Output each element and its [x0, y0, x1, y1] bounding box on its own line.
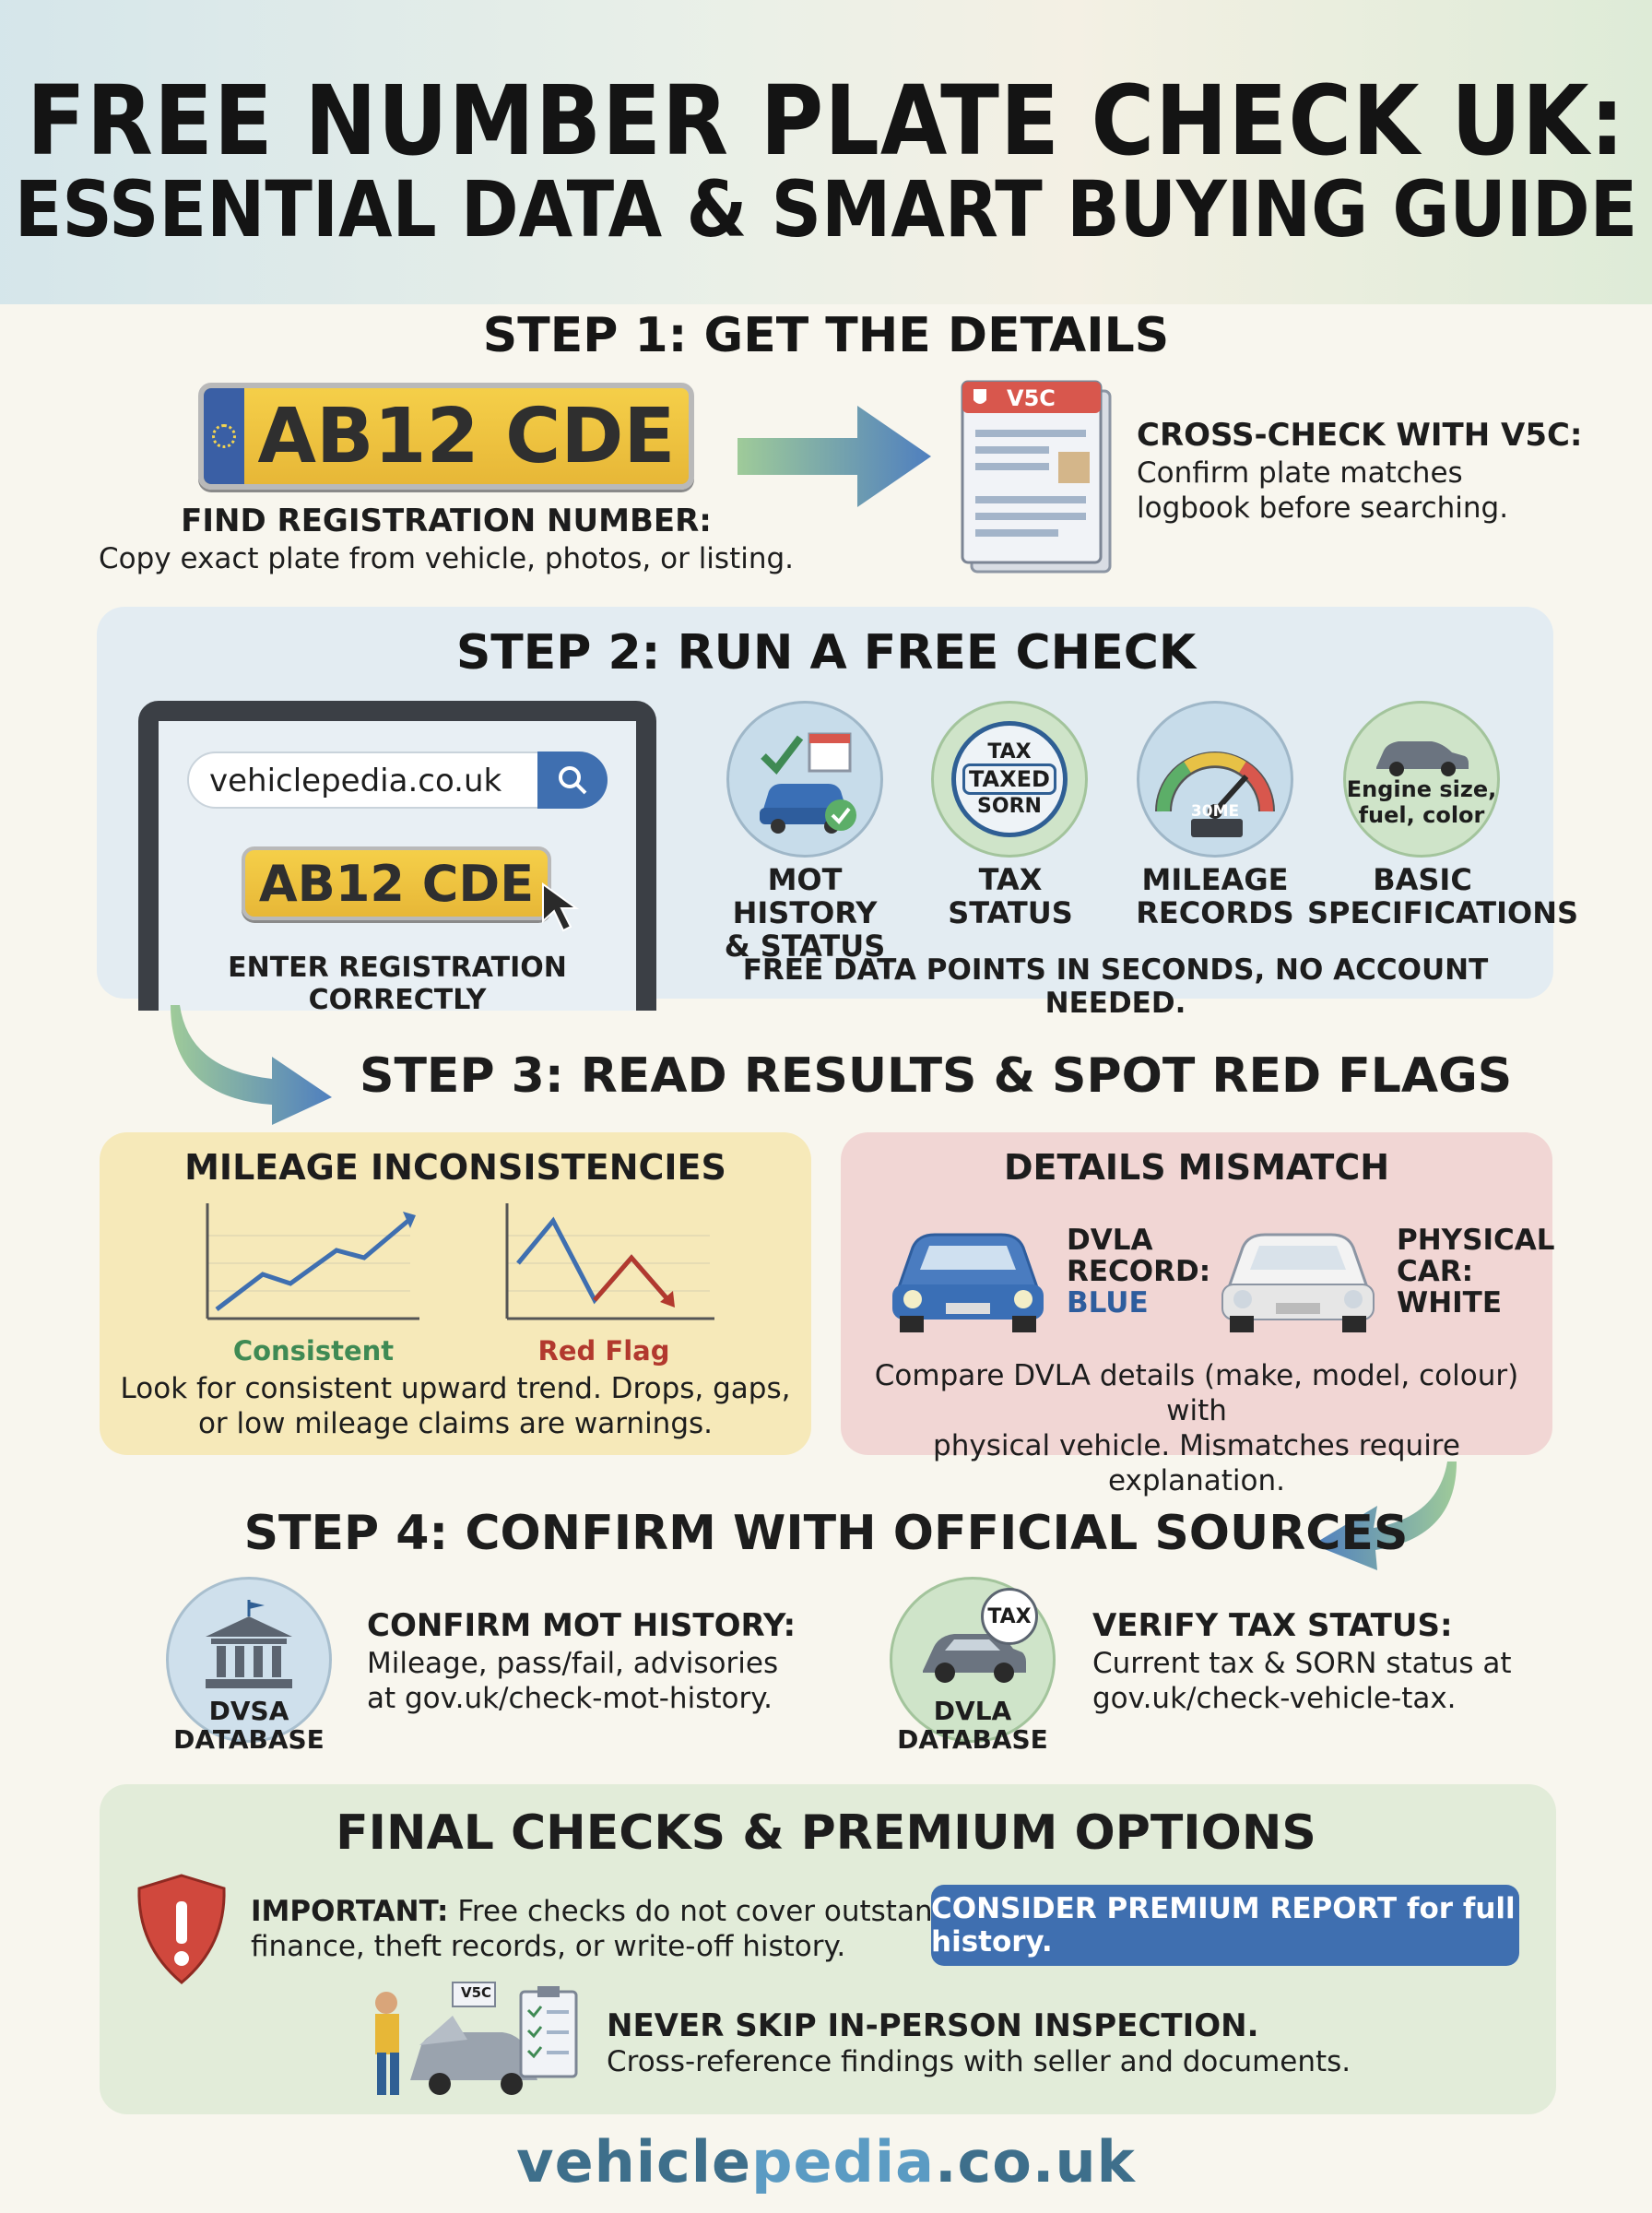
consistent-label: Consistent — [232, 1335, 395, 1367]
physical-car-color: WHITE — [1397, 1286, 1502, 1320]
step2-footer: FREE DATA POINTS IN SECONDS, NO ACCOUNT … — [742, 953, 1489, 1020]
car-calendar-icon — [760, 732, 856, 834]
mismatch-heading: DETAILS MISMATCH — [1003, 1147, 1390, 1188]
tax-verify-line2: gov.uk/check-vehicle-tax. — [1092, 1682, 1457, 1715]
tax-badge-middle: TAXED — [962, 763, 1056, 795]
step1-title: STEP 1: GET THE DETAILS — [482, 308, 1170, 363]
odometer-readout: 30ME — [1190, 802, 1240, 821]
inspect-v5c-label: V5C — [461, 1984, 492, 2001]
find-reg-heading: FIND REGISTRATION NUMBER: — [181, 503, 712, 539]
spec-line2: fuel, color — [1358, 802, 1485, 828]
mileage-heading: MILEAGE INCONSISTENCIES — [184, 1147, 726, 1188]
page-subtitle: ESSENTIAL DATA & SMART BUYING GUIDE — [14, 164, 1638, 254]
v5c-document-icon — [961, 380, 1112, 574]
mot-confirm-heading: CONFIRM MOT HISTORY: — [367, 1607, 796, 1644]
tax-badge-bottom: SORN — [977, 795, 1042, 818]
warning-shield-icon — [137, 1874, 226, 1984]
eu-flag-icon — [204, 388, 244, 484]
mileage-text: Look for consistent upward trend. Drops,… — [120, 1372, 791, 1440]
premium-report-button[interactable]: CONSIDER PREMIUM REPORT for full history… — [931, 1885, 1519, 1966]
mileage-panel — [100, 1132, 811, 1455]
redflag-label: Red Flag — [537, 1335, 670, 1367]
mot-confirm-line2: at gov.uk/check-mot-history. — [367, 1682, 773, 1715]
feature-mileage-circle — [1137, 701, 1293, 858]
search-button[interactable] — [537, 751, 608, 809]
step2-plate-text: AB12 CDE — [258, 854, 535, 913]
blue-car-icon — [892, 1233, 1044, 1332]
cross-check-heading: CROSS-CHECK WITH V5C: — [1137, 417, 1583, 454]
government-building-icon — [206, 1600, 292, 1688]
car-spec-icon — [1376, 741, 1469, 776]
inspect-heading: NEVER SKIP IN-PERSON INSPECTION. — [607, 2007, 1259, 2044]
cursor-icon — [542, 882, 580, 932]
step3-title: STEP 3: READ RESULTS & SPOT RED FLAGS — [360, 1048, 1513, 1104]
cross-check-line1: Confirm plate matches — [1137, 456, 1463, 490]
feature-spec-circle: Engine size, fuel, color — [1343, 701, 1500, 858]
dvsa-circle — [166, 1577, 332, 1743]
cross-check-line2: logbook before searching. — [1137, 491, 1509, 525]
final-title: FINAL CHECKS & PREMIUM OPTIONS — [336, 1805, 1316, 1861]
mot-confirm-line1: Mileage, pass/fail, advisories — [367, 1647, 779, 1680]
tax-verify-heading: VERIFY TAX STATUS: — [1092, 1607, 1453, 1644]
header-watercolor — [0, 0, 1652, 304]
tax-verify-line1: Current tax & SORN status at — [1092, 1647, 1512, 1680]
dvla-circle — [890, 1577, 1056, 1743]
v5c-label: V5C — [1007, 385, 1056, 411]
feature-tax-circle: TAX TAXED SORN — [931, 701, 1088, 858]
tax-badge-top: TAX — [987, 740, 1032, 763]
inspect-text: Cross-reference findings with seller and… — [607, 2045, 1351, 2078]
tax-bubble: TAX — [981, 1588, 1038, 1645]
step4-title: STEP 4: CONFIRM WITH OFFICIAL SOURCES — [243, 1506, 1409, 1561]
step2-title: STEP 2: RUN A FREE CHECK — [455, 625, 1197, 680]
brand-logo[interactable]: vehiclepedia.co.uk — [516, 2128, 1136, 2195]
search-input[interactable]: vehiclepedia.co.uk — [187, 751, 608, 809]
inspection-mechanic-icon — [375, 1982, 578, 2095]
dvla-record-color: BLUE — [1067, 1286, 1149, 1320]
step2-plate-input[interactable]: AB12 CDE — [242, 846, 551, 920]
find-reg-text: Copy exact plate from vehicle, photos, o… — [98, 542, 795, 575]
search-icon — [559, 766, 587, 795]
arrow-right-icon — [738, 406, 931, 507]
tax-badge-icon: TAX TAXED SORN — [951, 721, 1068, 837]
important-text: IMPORTANT: Free checks do not cover outs… — [251, 1895, 996, 1963]
mismatch-text: Compare DVLA details (make, model, colou… — [874, 1359, 1519, 1497]
spec-line1: Engine size, — [1346, 776, 1497, 802]
redflag-chart-icon — [505, 1203, 714, 1320]
curved-arrow-left-icon — [1313, 1462, 1457, 1570]
search-input-value: vehiclepedia.co.uk — [209, 763, 502, 799]
step1-plate: AB12 CDE — [198, 383, 694, 490]
white-car-icon — [1221, 1233, 1375, 1332]
feature-mot-circle — [726, 701, 883, 858]
plate-text: AB12 CDE — [257, 392, 676, 480]
curved-arrow-down-icon — [171, 1005, 332, 1125]
enter-reg-label: ENTER REGISTRATION CORRECTLY — [228, 952, 567, 1016]
consistent-chart-icon — [206, 1203, 419, 1320]
page-title: FREE NUMBER PLATE CHECK UK: — [26, 65, 1625, 177]
feature-mot-label: MOT HISTORY& STATUS — [724, 862, 886, 964]
odometer-icon — [1155, 751, 1275, 837]
important-label: IMPORTANT: — [251, 1895, 449, 1928]
